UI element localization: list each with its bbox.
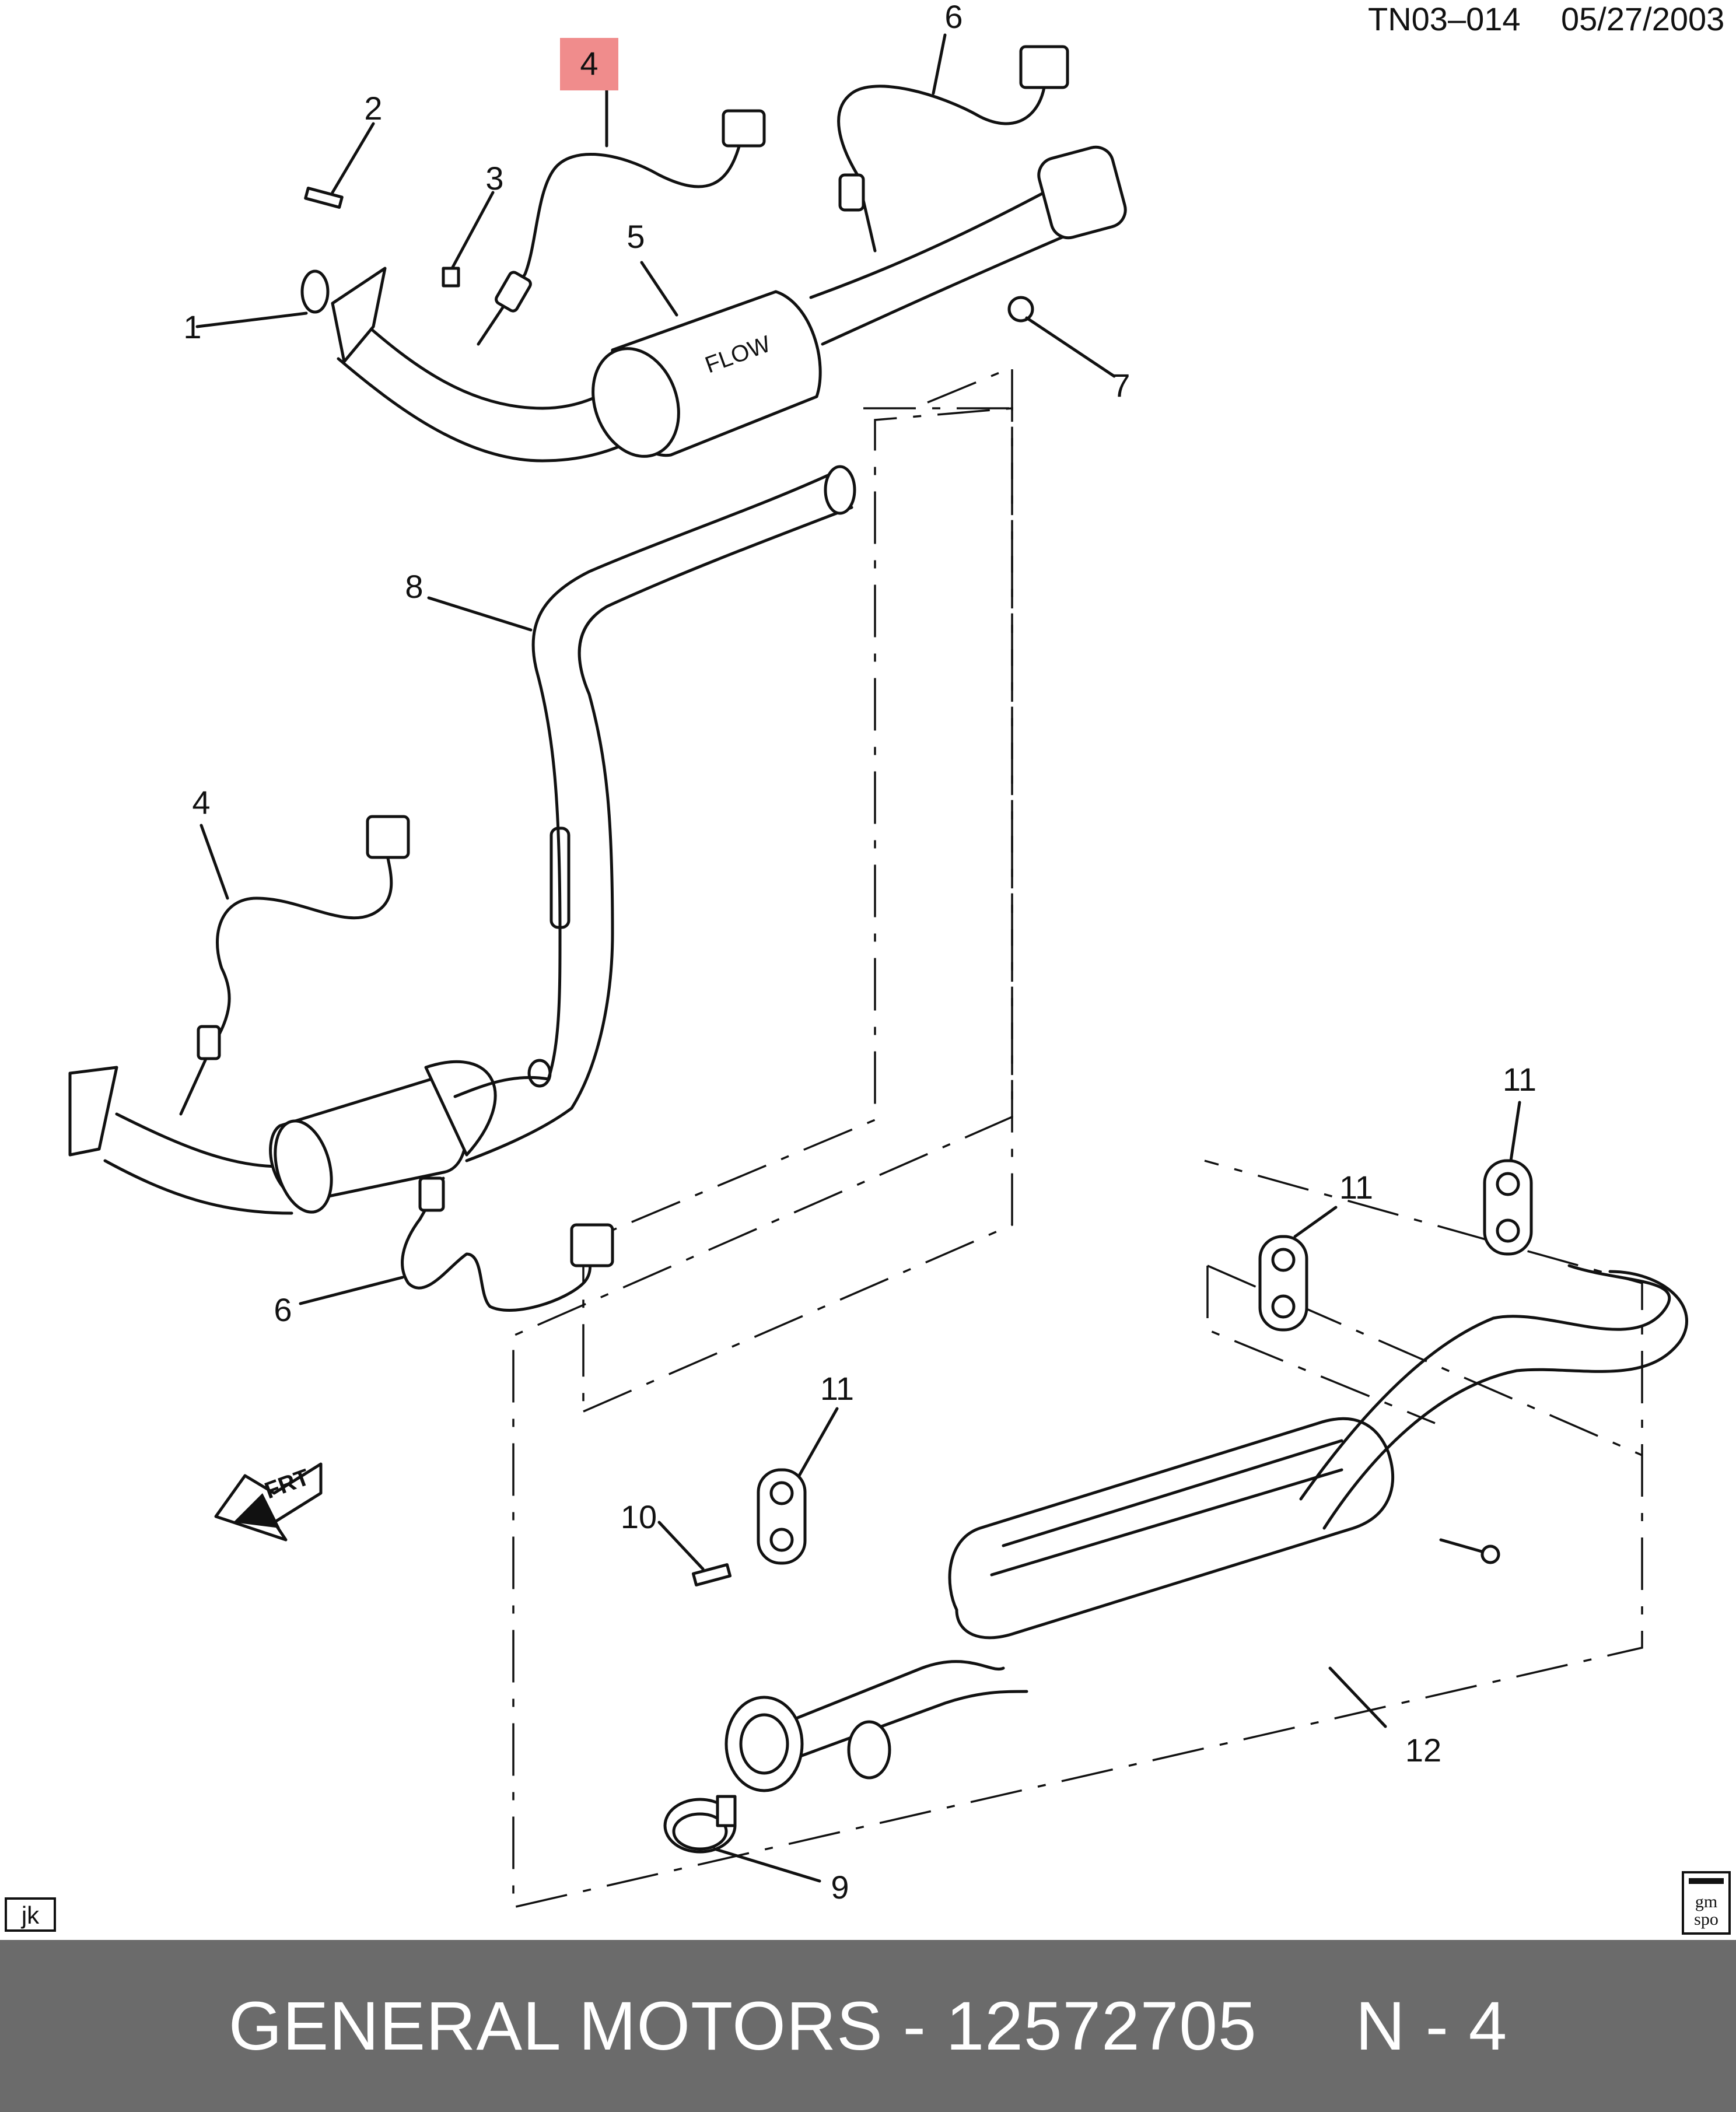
callout-1: 1: [183, 309, 201, 345]
hanger-rubber: [757, 1159, 1533, 1565]
exhaust-diagram: TN03–014 05/27/2003 FLOW: [5, 0, 1731, 1935]
callout-11-a: 11: [1503, 1061, 1536, 1098]
intermediate-pipe: [531, 465, 856, 1110]
highlight-callout-box: [560, 38, 618, 90]
drawing-date: 05/27/2003: [1561, 1, 1724, 37]
group-boxes: [512, 366, 1643, 1909]
muffler-assembly: [724, 1264, 1688, 1792]
gm-spo-logo: gm spo: [1682, 1871, 1731, 1935]
callout-11-b: 11: [1339, 1169, 1373, 1206]
callout-9: 9: [831, 1869, 849, 1906]
bolt: [691, 1563, 732, 1586]
callout-12: 12: [1405, 1732, 1441, 1768]
oxygen-sensor-upper: [477, 109, 766, 346]
drawing-id: TN03–014: [1368, 1, 1521, 37]
callout-5: 5: [626, 218, 645, 255]
front-pipe-converter: FLOW: [300, 145, 1127, 463]
callout-4-lower: 4: [192, 784, 210, 821]
front-pipe-lower: [68, 1059, 573, 1215]
logo-line2: spo: [1694, 1910, 1718, 1929]
leader-lines: [195, 33, 1521, 1883]
oxygen-sensor-rear-upper: [837, 45, 1069, 253]
front-arrow-icon: FRT: [214, 1462, 323, 1542]
callout-6: 6: [944, 0, 963, 35]
callout-7: 7: [1112, 367, 1130, 404]
callout-6-lower: 6: [274, 1291, 292, 1328]
oxygen-sensor-lower: [179, 815, 410, 1116]
footer-part-number: GENERAL MOTORS - 12572705 N - 4: [228, 1987, 1508, 2065]
callout-10: 10: [621, 1498, 657, 1535]
corner-tag: jk: [20, 1901, 40, 1929]
oxygen-sensor-rear-lower: [401, 1176, 614, 1312]
callout-3: 3: [485, 160, 503, 197]
logo-line1: gm: [1695, 1892, 1717, 1911]
footer-bar: GENERAL MOTORS - 12572705 N - 4: [0, 1940, 1736, 2112]
callout-2: 2: [364, 90, 382, 127]
callout-11-c: 11: [820, 1370, 854, 1407]
clamp: [663, 1795, 737, 1854]
corner-tag-box: [5, 1897, 56, 1932]
callout-4-highlighted: 4: [580, 45, 598, 82]
callout-8: 8: [405, 568, 423, 605]
